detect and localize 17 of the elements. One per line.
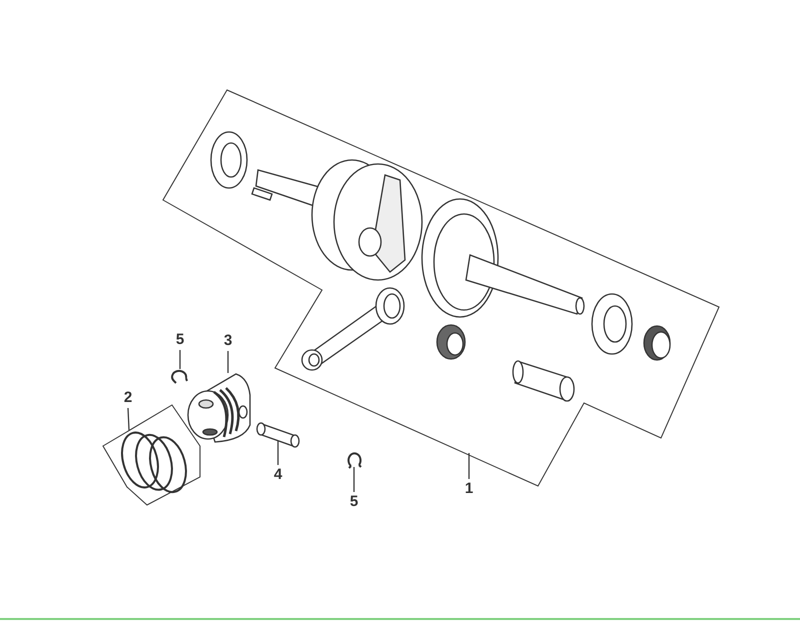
callout-number: 5 [176,332,184,348]
leader-line [127,408,130,430]
leader-line [353,467,355,492]
leader-line [468,453,470,479]
piston-ring-set-drawing [102,404,200,506]
piston-pin-drawing [256,422,300,448]
circlip-drawing [171,370,188,384]
callout-number: 1 [464,481,474,497]
leader-line [277,441,279,465]
piston-drawing [187,373,251,443]
circlip-drawing [348,452,362,469]
callout-number: 3 [224,333,232,349]
callout-number: 2 [124,390,132,406]
callout-number: 4 [274,467,282,483]
leader-line [227,351,229,373]
callout-number: 5 [350,494,358,510]
leader-line [179,350,181,369]
